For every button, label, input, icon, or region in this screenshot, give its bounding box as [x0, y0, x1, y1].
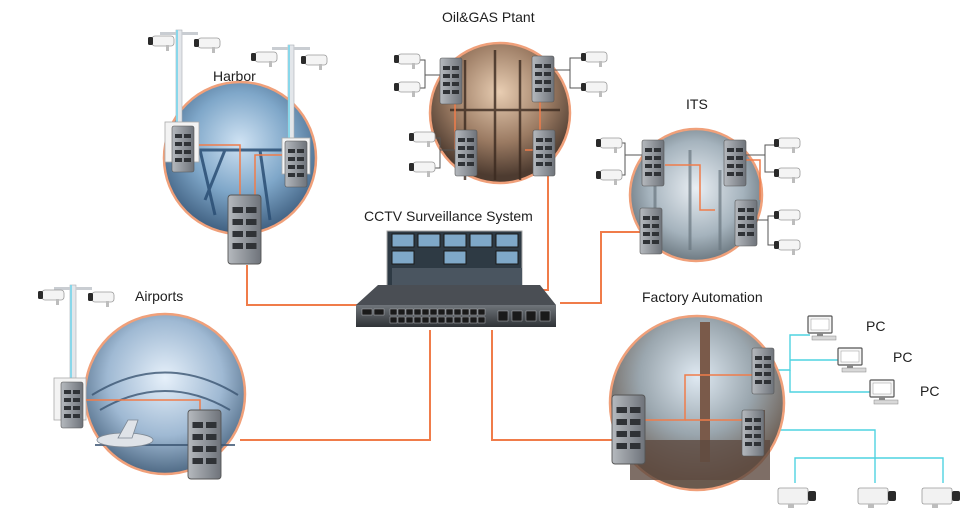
link-airports: [240, 330, 431, 441]
airports-scene: [37, 284, 247, 480]
label-pc-3: PC: [920, 383, 940, 399]
label-cctv: CCTV Surveillance System: [364, 208, 533, 224]
oil-gas-scene: [393, 41, 608, 185]
label-pc-1: PC: [866, 318, 886, 334]
cctv-core: [356, 230, 556, 327]
link-its: [560, 231, 640, 304]
label-oil-gas: Oil&GAS Ptant: [442, 9, 535, 25]
network-links: [240, 170, 640, 441]
lan-lines: [770, 334, 944, 483]
its-scene: [595, 127, 801, 263]
label-harbor: Harbor: [213, 68, 256, 84]
label-its: ITS: [686, 96, 708, 112]
nvr-switch-icon: [356, 285, 556, 327]
harbor-scene: [147, 29, 328, 265]
factory-scene: [608, 314, 786, 492]
box-camera-icons: [777, 487, 961, 509]
label-airports: Airports: [135, 288, 184, 304]
label-factory: Factory Automation: [642, 289, 763, 305]
link-harbor: [246, 265, 362, 306]
label-pc-2: PC: [893, 349, 913, 365]
link-factory: [491, 330, 614, 441]
link-oil: [520, 170, 549, 291]
